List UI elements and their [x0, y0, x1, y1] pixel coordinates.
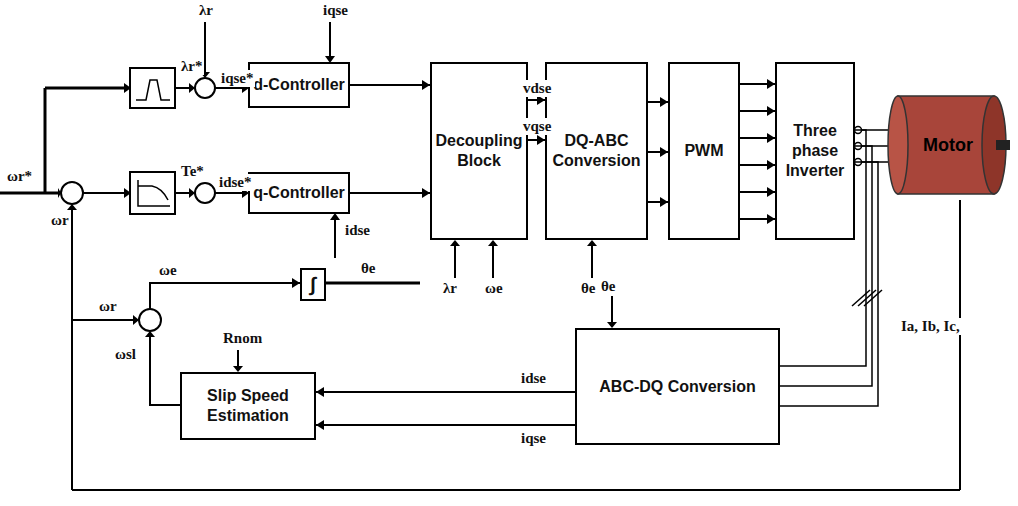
signal-label: idse*: [218, 174, 253, 191]
block-label: ∫: [310, 272, 315, 297]
signal-connector: [648, 97, 668, 207]
signal-label: ωr: [98, 298, 118, 315]
signal-label: ωe: [484, 280, 504, 297]
decoupling-block: Decoupling Block: [430, 62, 528, 240]
signal-label: iqse*: [220, 70, 255, 87]
block-label: ABC-DQ Conversion: [599, 377, 755, 397]
block-label: PWM: [684, 141, 723, 161]
block-label: Motor: [923, 134, 973, 157]
signal-connector: [528, 135, 545, 145]
signal-label: vqse: [522, 118, 552, 135]
signal-label: idse: [344, 222, 371, 239]
signal-label: ωr: [50, 212, 70, 229]
signal-label: θe: [360, 260, 377, 277]
inverter-block: Three phase Inverter: [775, 62, 855, 240]
signal-label: λr: [442, 280, 458, 297]
signal-label: ωr*: [6, 168, 33, 185]
estimator-block: Slip Speed Estimation: [180, 372, 316, 440]
signal-connector: [350, 188, 430, 198]
controller-box: d-Controller: [248, 62, 350, 108]
signal-label: idse: [520, 370, 547, 387]
block-label: d-Controller: [253, 75, 345, 95]
signal-label: θe: [600, 278, 617, 295]
signal-label: Te*: [180, 163, 205, 180]
signal-label: ωe: [158, 262, 178, 279]
block-label: Decoupling Block: [432, 131, 526, 171]
controller-box: q-Controller: [248, 172, 350, 214]
block-label: DQ-ABC Conversion: [547, 131, 646, 171]
signal-label: Ia, Ib, Ic,: [900, 318, 961, 335]
signal-label: vdse: [522, 80, 552, 97]
motor: Motor: [886, 92, 1010, 198]
block-label: q-Controller: [253, 183, 345, 203]
signal-label: iqse: [520, 430, 547, 447]
signal-connector: [740, 79, 775, 224]
signal-connector: [350, 80, 430, 90]
block-label: Three phase Inverter: [777, 121, 853, 181]
conversion-block: ABC-DQ Conversion: [575, 328, 780, 445]
block-label: Slip Speed Estimation: [182, 386, 314, 426]
signal-connector: [528, 95, 545, 105]
signal-label: ωsl: [114, 346, 137, 363]
signal-label: λr: [198, 2, 214, 19]
signal-label: θe: [580, 280, 597, 297]
signal-label: iqse: [322, 2, 349, 19]
pwm-block: PWM: [668, 62, 740, 240]
conversion-block: DQ-ABC Conversion: [545, 62, 648, 240]
signal-connector: [316, 387, 575, 397]
signal-connector: [316, 420, 575, 430]
integrator-block: ∫: [300, 268, 326, 301]
signal-label: λr*: [180, 58, 204, 75]
signal-label: Rnom: [222, 330, 263, 347]
